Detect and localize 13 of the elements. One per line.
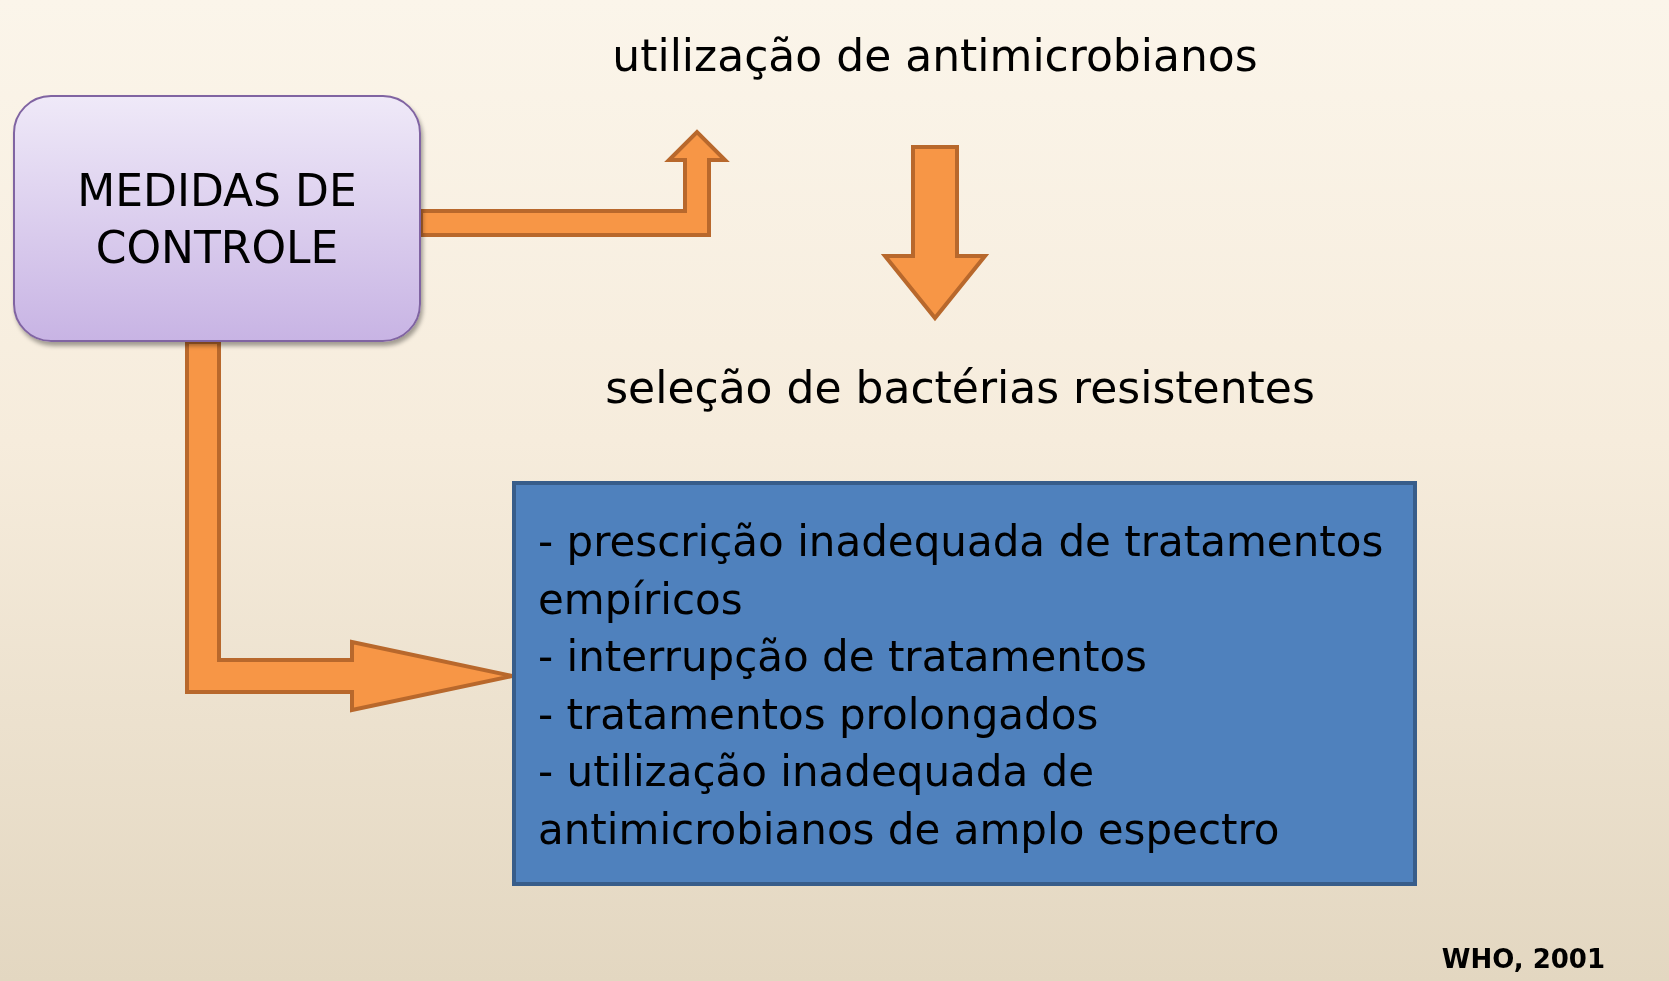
control-measures-box — [13, 95, 421, 342]
block-arrow — [419, 129, 730, 237]
heading-text: utilização de antimicrobianos — [612, 29, 1258, 83]
block-arrow — [880, 145, 990, 322]
source-citation: WHO, 2001 — [1441, 944, 1605, 974]
block-arrow — [185, 340, 514, 713]
list-item-text: - interrupção de tratamentos — [538, 631, 1148, 683]
heading-text: seleção de bactérias resistentes — [605, 361, 1315, 415]
causes-box — [512, 481, 1417, 886]
list-item-text: - prescrição inadequada de tratamentos empíricos — [538, 516, 1385, 626]
box-label: MEDIDAS DE CONTROLE — [76, 163, 358, 275]
list-item-text: - utilização inadequada de antimicrobianos de amplo espectro — [538, 746, 1281, 856]
list-item-text: - tratamentos prolongados — [538, 688, 1100, 741]
